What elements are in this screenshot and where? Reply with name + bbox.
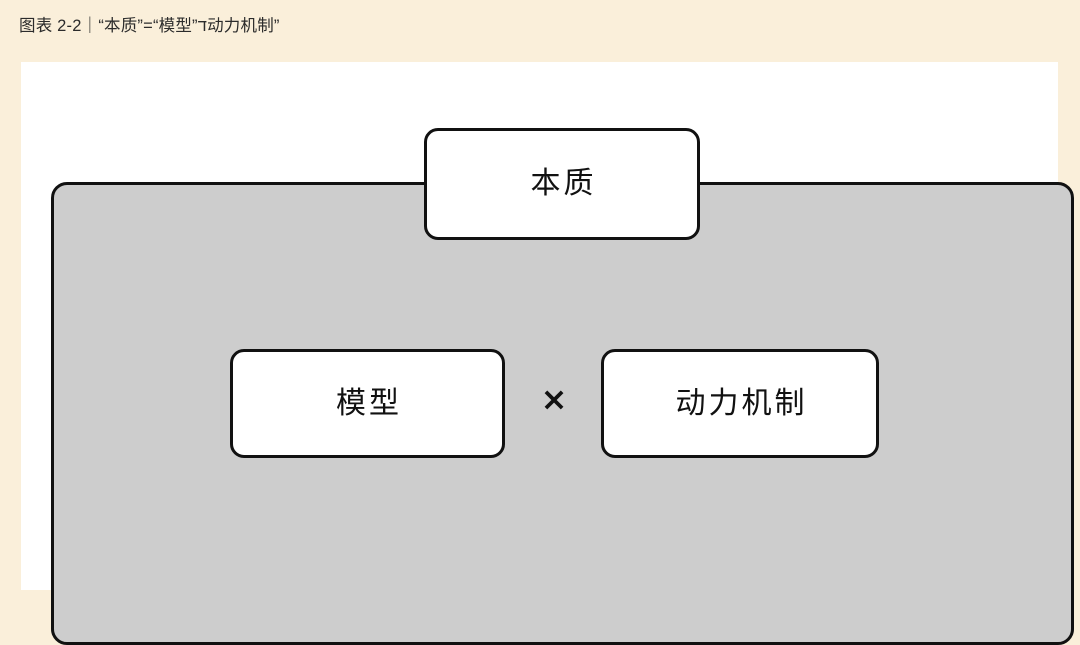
node-model-label: 模型 bbox=[336, 385, 402, 421]
figure-caption: 图表 2-2｜“本质”=“模型”ד动力机制” bbox=[19, 17, 280, 35]
multiply-operator-icon: × bbox=[540, 380, 568, 418]
node-dynamic-mechanism-label: 动力机制 bbox=[675, 385, 808, 421]
diagram-card: 模型 × 动力机制 本质 bbox=[21, 62, 1074, 645]
node-model[interactable]: 模型 bbox=[230, 349, 505, 458]
node-essence[interactable]: 本质 bbox=[424, 128, 700, 240]
node-dynamic-mechanism[interactable]: 动力机制 bbox=[601, 349, 879, 458]
container-panel bbox=[51, 182, 1074, 645]
node-essence-label: 本质 bbox=[530, 166, 597, 201]
figure-root: 图表 2-2｜“本质”=“模型”ד动力机制” 模型 × 动力机制 本质 bbox=[19, 17, 1074, 645]
